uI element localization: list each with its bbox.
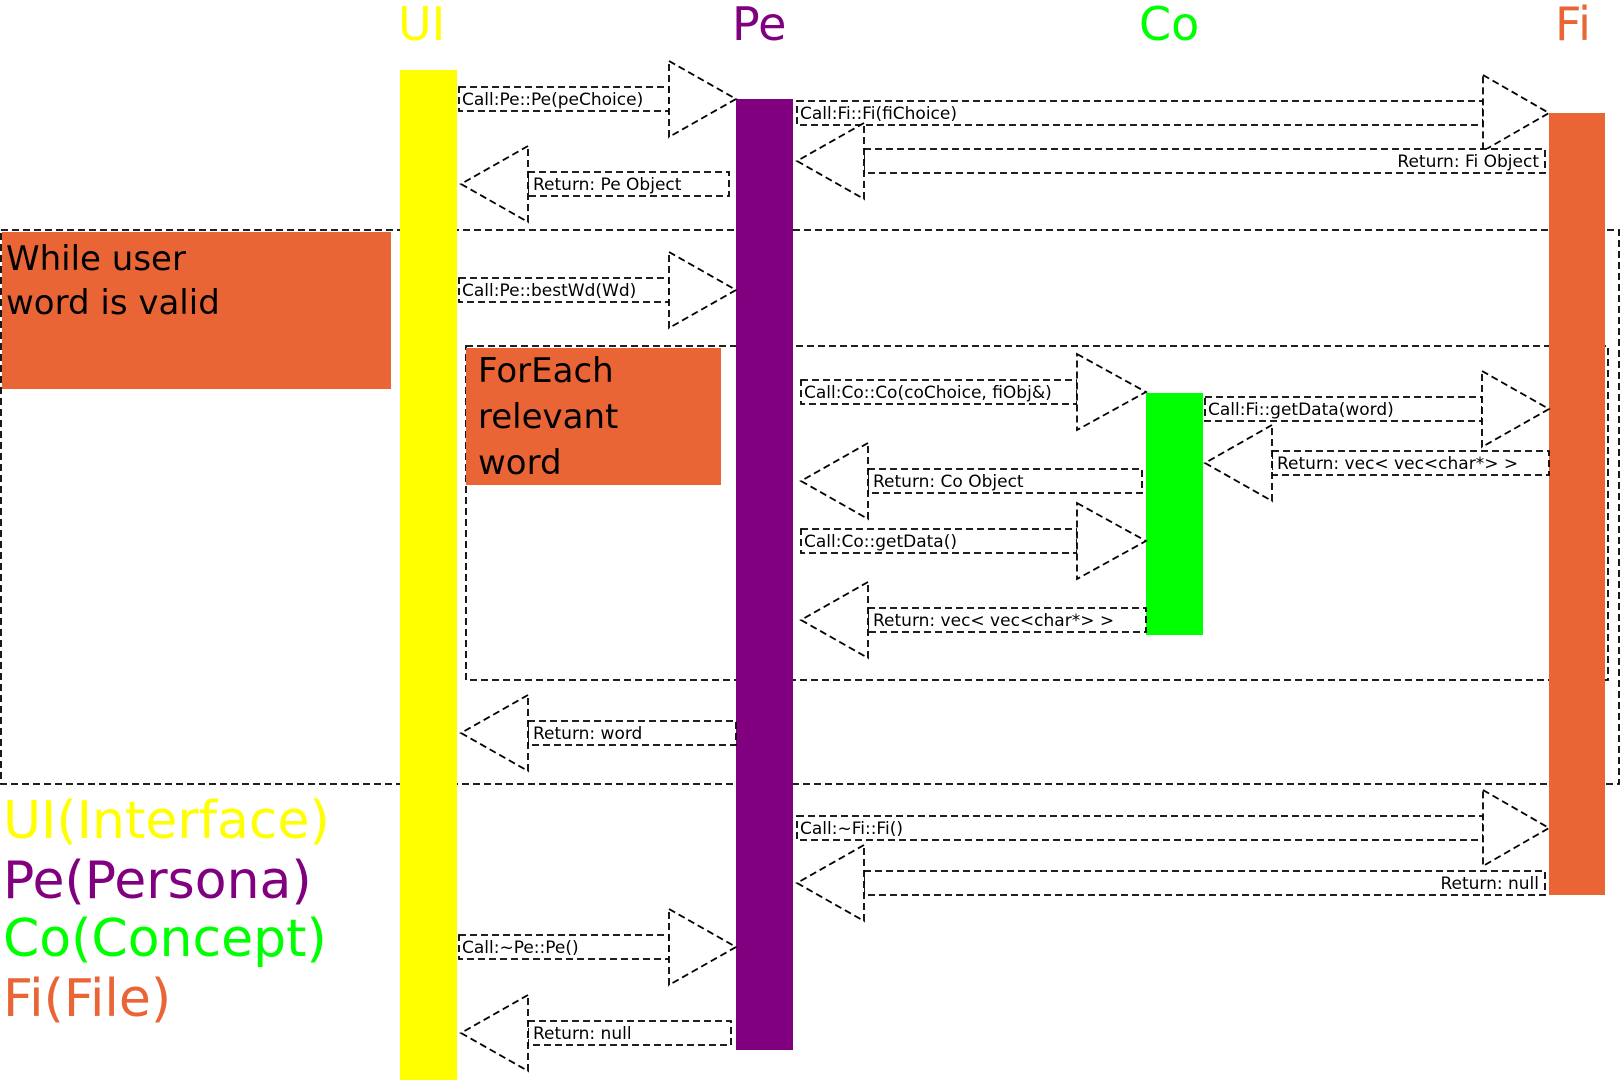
- arrowhead-icon: [795, 121, 865, 201]
- legend-fi: Fi(File): [3, 969, 171, 1029]
- lifeline-header-ui: UI: [398, 0, 445, 51]
- message-label: Call:Pe::Pe(peChoice): [462, 90, 643, 110]
- message-m3-return: Return: Fi Object: [795, 121, 1546, 201]
- legend-ui: UI(Interface): [3, 791, 330, 851]
- message-label: Return: vec< vec<char*> >: [1277, 454, 1518, 474]
- message-shaft: [458, 277, 670, 303]
- message-shaft: [863, 148, 1546, 174]
- message-label: Call:~Fi::Fi(): [800, 819, 903, 839]
- arrowhead-icon: [668, 250, 738, 330]
- message-shaft: [863, 870, 1546, 896]
- message-label: Call:Pe::bestWd(Wd): [462, 281, 636, 301]
- arrowhead-icon: [1076, 501, 1148, 581]
- message-label: Return: vec< vec<char*> >: [873, 611, 1114, 631]
- message-shaft: [800, 379, 1078, 405]
- lifeline-bar-co: [1146, 393, 1203, 635]
- message-label: Call:Fi::getData(word): [1208, 400, 1394, 420]
- message-label: Return: Fi Object: [1397, 152, 1539, 172]
- arrowhead-icon: [668, 907, 738, 987]
- arrowhead-icon: [459, 993, 529, 1073]
- message-label: Call:~Pe::Pe(): [462, 938, 579, 958]
- lifeline-header-co: Co: [1139, 0, 1199, 51]
- message-m14-return: Return: null: [795, 843, 1546, 923]
- message-m13-call: Call:~Fi::Fi(): [796, 788, 1551, 868]
- message-m10-call: Call:Co::getData(): [800, 501, 1148, 581]
- message-label: Call:Fi::Fi(fiChoice): [800, 104, 957, 124]
- arrowhead-icon: [1076, 352, 1148, 432]
- message-shaft: [458, 86, 670, 112]
- arrowhead-icon: [668, 59, 738, 139]
- message-label: Return: null: [1440, 874, 1539, 894]
- lifeline-bar-fi: [1549, 113, 1605, 895]
- lifeline-header-pe: Pe: [732, 0, 786, 51]
- message-m6-call: Call:Co::Co(coChoice, fiObj&): [800, 352, 1148, 432]
- lifeline-header-fi: Fi: [1555, 0, 1591, 51]
- message-label: Return: Pe Object: [533, 175, 682, 195]
- foreach-loop-label: ForEach relevant word: [478, 351, 629, 483]
- arrowhead-icon: [1482, 73, 1551, 153]
- message-m1-call: Call:Pe::Pe(peChoice): [458, 59, 738, 139]
- message-m7-call: Call:Fi::getData(word): [1204, 369, 1551, 449]
- message-m8-return: Return: vec< vec<char*> >: [1203, 423, 1550, 503]
- message-m11-return: Return: vec< vec<char*> >: [799, 580, 1147, 660]
- arrowhead-icon: [1481, 369, 1551, 449]
- message-label: Call:Co::Co(coChoice, fiObj&): [804, 383, 1052, 403]
- arrowhead-icon: [799, 441, 869, 521]
- message-m12-return: Return: word: [459, 693, 737, 773]
- lifeline-bar-pe: [736, 99, 793, 1050]
- message-m9-return: Return: Co Object: [799, 441, 1143, 521]
- message-m4-return: Return: Pe Object: [459, 144, 730, 224]
- while-loop-label-box: [2, 232, 391, 389]
- while-loop-label: While user word is valid: [6, 239, 220, 323]
- arrowhead-icon: [459, 144, 529, 224]
- message-shaft: [867, 607, 1147, 633]
- foreach-loop-label-line-3: word: [478, 443, 562, 483]
- message-m5-call: Call:Pe::bestWd(Wd): [458, 250, 738, 330]
- message-shaft: [527, 171, 730, 197]
- foreach-loop-label-box: [466, 348, 721, 485]
- arrowhead-icon: [799, 580, 869, 660]
- message-m15-call: Call:~Pe::Pe(): [458, 907, 738, 987]
- arrowhead-icon: [459, 693, 529, 773]
- foreach-loop-label-line-1: ForEach: [478, 351, 614, 391]
- message-label: Return: null: [533, 1024, 632, 1044]
- while-loop-label-line-1: While user: [6, 239, 186, 279]
- lifeline-bar-ui: [400, 70, 457, 1080]
- legend-co: Co(Concept): [3, 909, 327, 969]
- message-label: Return: Co Object: [873, 472, 1024, 492]
- arrowhead-icon: [1482, 788, 1551, 868]
- arrowhead-icon: [1203, 423, 1273, 503]
- while-loop-frame: [0, 229, 1620, 785]
- arrowhead-icon: [795, 843, 865, 923]
- message-shaft: [527, 1020, 732, 1046]
- message-shaft: [1271, 450, 1550, 476]
- message-label: Return: word: [533, 724, 642, 744]
- message-m16-return: Return: null: [459, 993, 732, 1073]
- foreach-loop-label-line-2: relevant: [478, 397, 618, 437]
- legend-pe: Pe(Persona): [3, 851, 312, 911]
- messages-group: Call:Pe::Pe(peChoice)Call:Fi::Fi(fiChoic…: [458, 59, 1551, 1073]
- message-m2-call: Call:Fi::Fi(fiChoice): [796, 73, 1551, 153]
- while-loop-label-line-2: word is valid: [6, 283, 220, 323]
- message-shaft: [796, 815, 1484, 841]
- message-label: Call:Co::getData(): [804, 532, 957, 552]
- foreach-loop-frame: [465, 345, 1609, 681]
